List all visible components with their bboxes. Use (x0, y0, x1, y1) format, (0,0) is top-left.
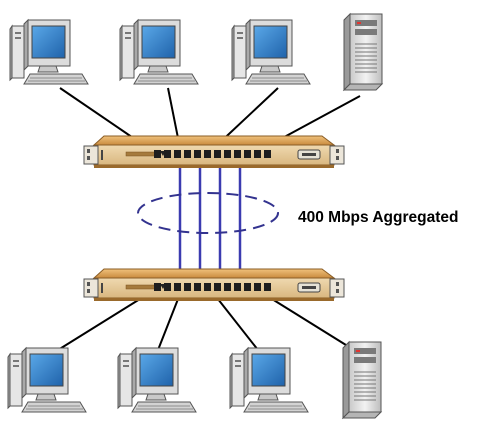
server-icon (342, 341, 382, 419)
cable (213, 293, 259, 351)
link-aggregation-ellipse (137, 192, 279, 234)
cable (157, 293, 181, 351)
switch-bottom (83, 268, 345, 302)
cable (57, 293, 149, 351)
switch-top (83, 135, 345, 169)
server-icon (343, 13, 383, 91)
switch-ports (154, 283, 271, 291)
computer-icon (9, 19, 89, 85)
computer-icon (117, 347, 197, 413)
computer-icon (7, 347, 87, 413)
computer-icon (229, 347, 309, 413)
computer-icon (119, 19, 199, 85)
trunk-links (178, 162, 242, 282)
switch-ports (154, 150, 271, 158)
bottom-access-cables (57, 293, 355, 351)
computer-icon (231, 19, 311, 85)
cable (263, 293, 355, 351)
aggregation-label: 400 Mbps Aggregated (298, 209, 459, 226)
